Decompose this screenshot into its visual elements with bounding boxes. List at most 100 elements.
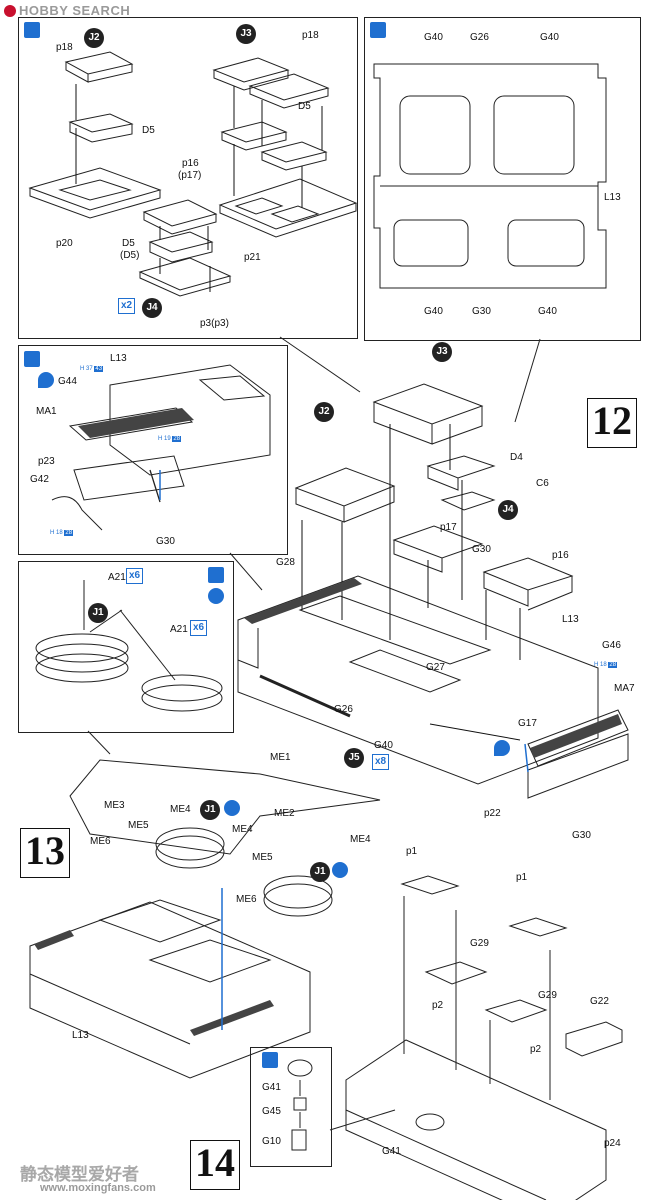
light-detail-art bbox=[287, 1059, 313, 1151]
subassembly-j1: J1 bbox=[310, 862, 330, 882]
part-label-d5: D5 bbox=[122, 238, 135, 249]
panel-top-left-assembly bbox=[18, 17, 358, 339]
part-label-g41: G41 bbox=[262, 1082, 281, 1093]
callout-line-light bbox=[329, 1109, 396, 1131]
step13-hull bbox=[29, 759, 381, 1079]
part-label-me5: ME5 bbox=[252, 852, 273, 863]
step13-grille-left bbox=[34, 930, 74, 950]
part-label-g10: G10 bbox=[262, 1136, 281, 1147]
paint-ref-h19: H 19 28 bbox=[158, 436, 182, 442]
part-label-p3: p3(p3) bbox=[200, 318, 229, 329]
part-label-p22: p22 bbox=[484, 808, 501, 819]
part-label-g40: G40 bbox=[424, 306, 443, 317]
part-label-p2: p2 bbox=[432, 1000, 444, 1011]
paint-ref-h37: H 37 43 bbox=[80, 366, 104, 372]
paint-ref-h18: H 18 28 bbox=[50, 530, 74, 536]
part-label-me6: ME6 bbox=[90, 836, 111, 847]
cement-icon bbox=[262, 1052, 278, 1068]
part-label-p2: p2 bbox=[530, 1044, 542, 1055]
step14-rear-plate bbox=[345, 875, 623, 1200]
callout-line-top-left bbox=[279, 336, 361, 393]
part-label-p17-paren: (p17) bbox=[178, 170, 202, 181]
part-label-l13: L13 bbox=[604, 192, 621, 203]
panel-top-right-hull-top bbox=[364, 17, 641, 341]
part-label-g29: G29 bbox=[470, 938, 489, 949]
part-label-l13: L13 bbox=[72, 1030, 89, 1041]
wheel-detail-art bbox=[35, 580, 223, 712]
callout-line-wheel bbox=[87, 730, 111, 755]
subassembly-j5: J5 bbox=[344, 748, 364, 768]
j3-hatch-assembly bbox=[212, 57, 358, 238]
paint-drop-icon bbox=[38, 372, 54, 388]
logo-text: HOBBY SEARCH bbox=[19, 3, 131, 18]
part-label-me3: ME3 bbox=[104, 800, 125, 811]
watermark-url: www.moxingfans.com bbox=[40, 1182, 156, 1194]
grille-detail-art bbox=[51, 364, 271, 531]
part-label-me6: ME6 bbox=[236, 894, 257, 905]
ma1-grille bbox=[78, 408, 194, 438]
part-label-a21: A21 bbox=[170, 624, 188, 635]
callout-line-top-right bbox=[514, 338, 541, 423]
paint-drop-icon bbox=[494, 740, 510, 756]
part-label-d5: D5 bbox=[142, 125, 155, 136]
part-label-d5: D5 bbox=[298, 101, 311, 112]
step-number-12: 12 bbox=[587, 398, 637, 448]
part-label-g40: G40 bbox=[374, 740, 393, 751]
part-label-p17: p17 bbox=[440, 522, 457, 533]
part-label-p1: p1 bbox=[516, 872, 528, 883]
part-label-g26: G26 bbox=[470, 32, 489, 43]
part-label-g30: G30 bbox=[156, 536, 175, 547]
part-label-g40: G40 bbox=[424, 32, 443, 43]
part-label-g22: G22 bbox=[590, 996, 609, 1007]
part-label-d5-paren: (D5) bbox=[120, 250, 140, 261]
part-label-c6: C6 bbox=[536, 478, 549, 489]
multiplier-x6: x6 bbox=[190, 620, 208, 636]
part-label-d4: D4 bbox=[510, 452, 523, 463]
rotate-icon bbox=[332, 862, 348, 878]
part-label-ma1: MA1 bbox=[36, 406, 57, 417]
part-label-p16: p16 bbox=[182, 158, 199, 169]
paint-ref-h18: H 18 28 bbox=[594, 662, 618, 668]
subassembly-j2: J2 bbox=[84, 28, 104, 48]
part-label-g41: G41 bbox=[382, 1146, 401, 1157]
j4-hatch-assembly bbox=[138, 199, 232, 297]
part-label-g17: G17 bbox=[518, 718, 537, 729]
part-label-p21: p21 bbox=[244, 252, 261, 263]
ma7-grille bbox=[530, 714, 622, 758]
step-number-13: 13 bbox=[20, 828, 70, 878]
cement-icon bbox=[24, 22, 40, 38]
multiplier-x6: x6 bbox=[126, 568, 144, 584]
rotate-icon bbox=[224, 800, 240, 816]
part-label-l13: L13 bbox=[110, 353, 127, 364]
part-label-g45: G45 bbox=[262, 1106, 281, 1117]
callout-line-grille bbox=[229, 552, 263, 591]
part-label-me1: ME1 bbox=[270, 752, 291, 763]
part-label-a21: A21 bbox=[108, 572, 126, 583]
part-label-me2: ME2 bbox=[274, 808, 295, 819]
part-label-g30: G30 bbox=[572, 830, 591, 841]
hull-top-plate bbox=[373, 63, 607, 289]
part-label-g27: G27 bbox=[426, 662, 445, 673]
part-label-p23: p23 bbox=[38, 456, 55, 467]
part-label-g40: G40 bbox=[540, 32, 559, 43]
logo-mark-icon bbox=[4, 5, 16, 17]
part-label-p16: p16 bbox=[552, 550, 569, 561]
part-label-g30: G30 bbox=[472, 544, 491, 555]
part-label-g30: G30 bbox=[472, 306, 491, 317]
multiplier-x8: x8 bbox=[372, 754, 390, 770]
part-label-me4: ME4 bbox=[350, 834, 371, 845]
part-label-p24: p24 bbox=[604, 1138, 621, 1149]
part-label-g40: G40 bbox=[538, 306, 557, 317]
part-label-g28: G28 bbox=[276, 557, 295, 568]
part-label-g29: G29 bbox=[538, 990, 557, 1001]
part-label-p18: p18 bbox=[302, 30, 319, 41]
panel-grille-detail bbox=[18, 345, 288, 555]
subassembly-j3: J3 bbox=[236, 24, 256, 44]
part-label-me5: ME5 bbox=[128, 820, 149, 831]
part-label-g46: G46 bbox=[602, 640, 621, 651]
part-label-g42: G42 bbox=[30, 474, 49, 485]
rotate-icon bbox=[208, 588, 224, 604]
part-label-g44: G44 bbox=[58, 376, 77, 387]
watermark-cn: 静态模型爱好者 bbox=[20, 1165, 139, 1184]
